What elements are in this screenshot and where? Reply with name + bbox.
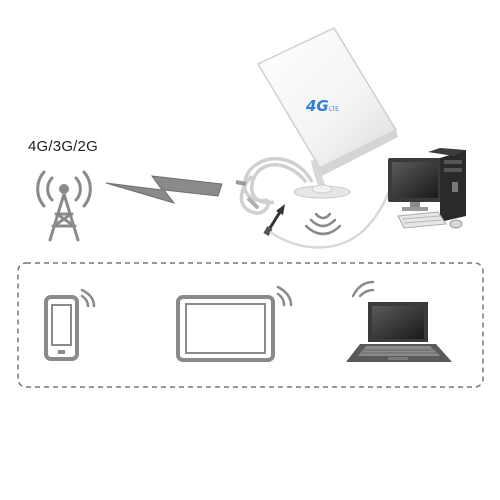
desktop-computer-icon bbox=[388, 148, 466, 229]
antenna-stand bbox=[293, 159, 351, 199]
antenna-cable-coil bbox=[235, 156, 314, 215]
antenna-logo: 4G bbox=[305, 97, 329, 115]
usb-cable bbox=[269, 187, 392, 249]
tablet-icon bbox=[176, 285, 293, 362]
lightning-signal-icon bbox=[105, 175, 223, 204]
antenna-logo-sub: LTE bbox=[329, 106, 339, 113]
connected-devices-box bbox=[17, 262, 484, 388]
network-type-label: 4G/3G/2G bbox=[28, 138, 98, 155]
smartphone-icon bbox=[44, 288, 96, 361]
wifi-waves-icon bbox=[304, 212, 342, 236]
cell-tower-icon bbox=[36, 170, 92, 242]
antenna-panel: 4G LTE bbox=[256, 27, 398, 176]
laptop-icon bbox=[346, 280, 452, 362]
connector-arrow bbox=[263, 204, 285, 236]
